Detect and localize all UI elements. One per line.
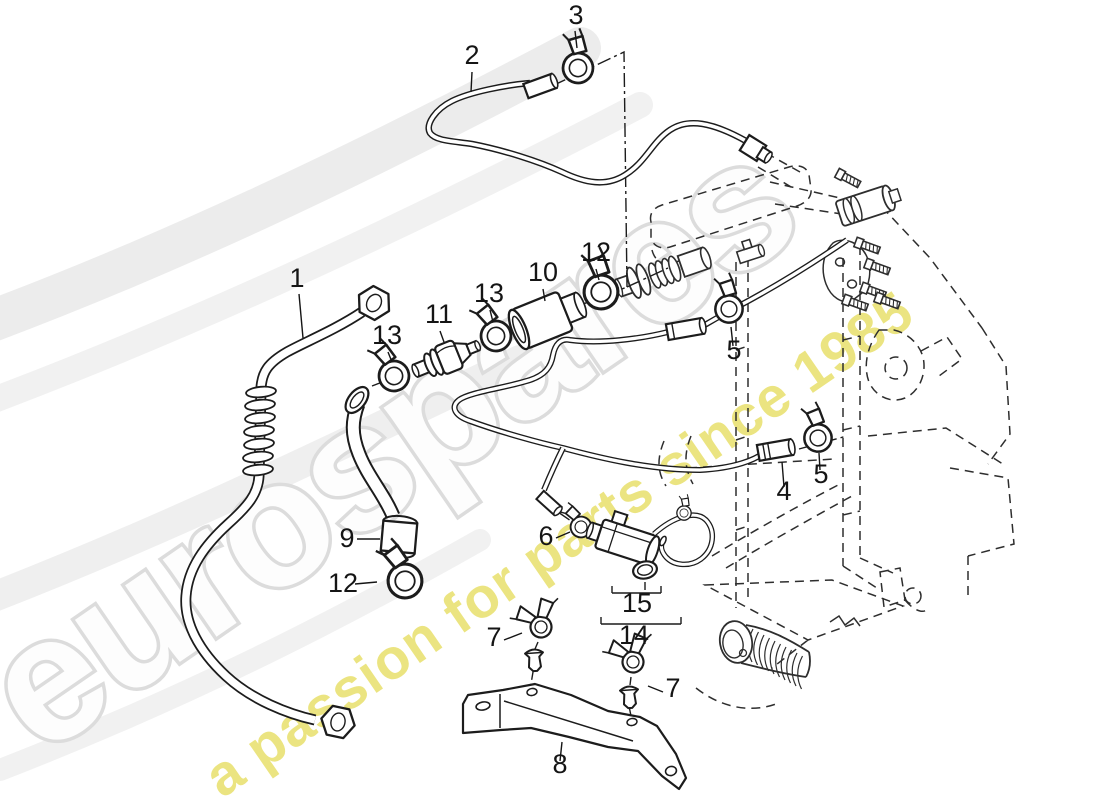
pipe-4-sleeve [755, 437, 796, 463]
callout-8: 8 [552, 749, 567, 779]
sleeve-15 [632, 560, 658, 580]
bolt [863, 257, 892, 277]
callout-2: 2 [464, 40, 479, 70]
pipe-2-elbow [738, 133, 773, 165]
callout-13-right: 13 [474, 278, 504, 308]
bracket-8 [461, 682, 688, 791]
callout-5-upper: 5 [726, 335, 741, 365]
push-pin-right [618, 684, 641, 710]
callout-10: 10 [528, 257, 558, 287]
vacuum-tee [735, 238, 766, 265]
hose-9 [344, 385, 419, 560]
callout-1: 1 [289, 263, 304, 293]
callout-leaders [298, 30, 821, 762]
callout-12-lower: 12 [328, 568, 358, 598]
line-b-sleeve [664, 316, 707, 342]
bolt [853, 236, 882, 256]
injector-cylinder [835, 184, 902, 227]
engine-ghost [614, 152, 1015, 709]
callout-15: 15 [622, 588, 652, 618]
callout-3: 3 [568, 0, 583, 30]
callout-12-upper: 12 [581, 237, 611, 267]
bolt [833, 167, 863, 190]
callout-14: 14 [619, 620, 649, 650]
watermark: eurospares a passion for parts since 198… [0, 27, 925, 800]
push-pin-left [523, 647, 546, 673]
watermark-swoosh [0, 345, 535, 611]
pipe-2 [425, 72, 773, 186]
callout-13-left: 13 [372, 320, 402, 350]
watermark-swoosh [0, 27, 601, 341]
callout-9: 9 [339, 523, 354, 553]
callout-4: 4 [776, 476, 791, 506]
callout-labels: 1 2 3 4 5 5 6 7 7 8 9 10 11 12 12 13 13 … [289, 0, 828, 779]
callout-7-right: 7 [665, 673, 680, 703]
damper-10 [507, 291, 588, 351]
callout-11: 11 [425, 299, 453, 329]
ribbed-boot [718, 620, 811, 690]
pipe-1 [180, 280, 398, 742]
callout-7-left: 7 [486, 622, 501, 652]
valve-11 [411, 339, 482, 379]
valve-assembly-14 [585, 491, 715, 625]
callout-5-lower: 5 [813, 459, 828, 489]
callout-6: 6 [538, 521, 553, 551]
pipe-4 [451, 237, 849, 517]
